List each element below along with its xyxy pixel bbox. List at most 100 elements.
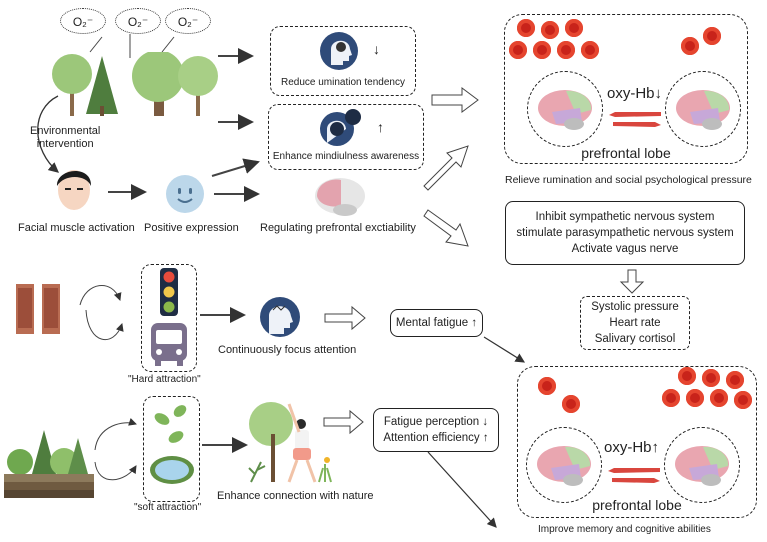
red-blood-cell-icon bbox=[562, 395, 580, 413]
hollow-arrow-down bbox=[619, 269, 645, 294]
red-blood-cell-icon bbox=[702, 369, 720, 387]
env-line-1: Environmental bbox=[30, 125, 101, 137]
rumination-trend: ↓ bbox=[373, 41, 380, 57]
mental-fatigue-text: Mental fatigue ↑ bbox=[395, 317, 478, 329]
red-blood-cell-icon bbox=[541, 21, 559, 39]
vitals-line-2: Heart rate bbox=[609, 317, 661, 329]
brain-circle-left bbox=[527, 71, 603, 147]
cycle-arrow-top bbox=[79, 284, 122, 306]
fatigue-line-2: Attention efficiency ↑ bbox=[383, 432, 489, 444]
stressed-head-icon bbox=[260, 297, 300, 337]
blood-cells-few bbox=[681, 25, 721, 55]
blood-cells-few bbox=[538, 377, 584, 417]
brain-circle-right bbox=[665, 71, 741, 147]
prefrontal-lobe-label-top: prefrontal lobe bbox=[581, 145, 671, 161]
mental-fatigue-box: Mental fatigue ↑ bbox=[390, 309, 483, 337]
bottom-panel-caption: Improve memory and cognitive abilities bbox=[538, 524, 711, 535]
colored-brain-icon bbox=[537, 446, 591, 486]
positive-expression-label: Positive expression bbox=[144, 222, 239, 234]
exchange-arrows-icon bbox=[608, 468, 660, 483]
brain-circle-left bbox=[526, 427, 602, 503]
nervous-line-3: Activate vagus nerve bbox=[571, 243, 679, 255]
hard-attraction-caption: "Hard attraction" bbox=[128, 374, 201, 385]
red-blood-cell-icon bbox=[533, 41, 551, 59]
nervous-system-box: Inhibit sympathetic nervous system stimu… bbox=[505, 201, 745, 265]
arrow-fatigue-to-bottom-panel bbox=[483, 336, 526, 363]
red-blood-cell-icon bbox=[509, 41, 527, 59]
red-blood-cell-icon bbox=[686, 389, 704, 407]
o2-line-3 bbox=[161, 36, 175, 53]
forest-trees-icon bbox=[52, 52, 218, 116]
environmental-intervention-label: Environmental intervention bbox=[30, 125, 100, 151]
fatigue-line-1: Fatigue perception ↓ bbox=[383, 416, 489, 428]
hollow-arrow-nature-to-fatigue bbox=[323, 409, 364, 435]
colored-brain-icon bbox=[538, 90, 592, 130]
blood-cells-many bbox=[658, 367, 756, 413]
nervous-line-2: stimulate parasympathetic nervous system bbox=[516, 227, 734, 239]
soft-attraction-caption: "soft attraction" bbox=[134, 502, 202, 513]
blood-cells-many bbox=[509, 17, 609, 59]
mindfulness-trend: ↑ bbox=[377, 119, 384, 135]
oxygen-ion-1: O₂⁻ bbox=[60, 8, 106, 34]
red-blood-cell-icon bbox=[710, 389, 728, 407]
facial-muscle-label: Facial muscle activation bbox=[18, 222, 135, 234]
leaves-icon bbox=[154, 405, 187, 443]
oxy-hb-label-top: oxy-Hb↓ bbox=[607, 85, 663, 102]
colored-brain-icon bbox=[675, 446, 729, 486]
continuous-focus-label: Continuously focus attention bbox=[218, 344, 357, 356]
red-blood-cell-icon bbox=[565, 19, 583, 37]
hollow-arrow-down-right bbox=[423, 209, 469, 247]
arrow-smiley-to-mindfulness bbox=[211, 158, 260, 177]
arrow-env-to-face bbox=[37, 95, 59, 173]
hollow-arrow-up-right bbox=[423, 145, 469, 191]
fatigue-perception-box: Fatigue perception ↓ Attention efficienc… bbox=[373, 408, 499, 452]
red-blood-cell-icon bbox=[662, 389, 680, 407]
soft-cycle-arrow-bottom bbox=[94, 461, 137, 481]
head-emotions-icon bbox=[320, 109, 361, 146]
city-buildings-icon bbox=[16, 284, 60, 334]
oxy-hb-label-bottom: oxy-Hb↑ bbox=[604, 439, 660, 456]
oxygen-ion-2: O₂⁻ bbox=[115, 8, 161, 34]
top-panel-caption: Relieve rumination and social psychologi… bbox=[505, 174, 752, 186]
face-icon bbox=[56, 170, 92, 210]
pond-icon bbox=[150, 456, 194, 484]
top-result-panel: oxy-Hb↓ prefrontal lobe bbox=[504, 14, 748, 164]
vitals-line-1: Systolic pressure bbox=[591, 301, 679, 313]
red-blood-cell-icon bbox=[681, 37, 699, 55]
regulating-prefrontal-label: Regulating prefrontal exctiability bbox=[260, 222, 416, 234]
env-line-2: intervention bbox=[36, 138, 94, 150]
vitals-line-3: Salivary cortisol bbox=[594, 333, 676, 345]
red-blood-cell-icon bbox=[726, 371, 744, 389]
bottom-result-panel: oxy-Hb↑ prefrontal lobe bbox=[517, 366, 757, 518]
red-blood-cell-icon bbox=[734, 391, 752, 409]
red-blood-cell-icon bbox=[517, 19, 535, 37]
mindfulness-box: ↑ Enhance mindiulness awareness bbox=[268, 104, 424, 170]
soft-cycle-arrow-top bbox=[94, 417, 137, 451]
rumination-label: Reduce umination tendency bbox=[281, 77, 405, 88]
red-blood-cell-icon bbox=[678, 367, 696, 385]
cycle-arrow-bottom bbox=[85, 309, 124, 341]
mindfulness-label: Enhance mindiulness awareness bbox=[272, 151, 420, 162]
arrow-fatigue-to-improve bbox=[427, 451, 497, 528]
red-blood-cell-icon bbox=[557, 41, 575, 59]
hard-attraction-box bbox=[141, 264, 197, 372]
red-blood-cell-icon bbox=[581, 41, 599, 59]
nervous-line-1: Inhibit sympathetic nervous system bbox=[535, 211, 715, 223]
forest-landscape-icon bbox=[4, 430, 94, 498]
bus-icon bbox=[151, 323, 187, 366]
soft-attraction-box bbox=[143, 396, 200, 502]
head-thoughts-icon bbox=[320, 32, 358, 70]
hollow-arrow-to-top-panel bbox=[431, 87, 479, 113]
colored-brain-icon bbox=[676, 90, 730, 130]
nature-connection-label: Enhance connection with nature bbox=[217, 490, 374, 502]
oxygen-ion-3: O₂⁻ bbox=[165, 8, 211, 34]
vitals-box: Systolic pressure Heart rate Salivary co… bbox=[580, 296, 690, 350]
prefrontal-lobe-label-bottom: prefrontal lobe bbox=[592, 497, 682, 513]
hollow-arrow-focus-to-fatigue bbox=[324, 305, 366, 331]
o2-line-1 bbox=[89, 36, 103, 53]
smiley-face-icon bbox=[166, 175, 204, 213]
exchange-arrows-icon bbox=[609, 112, 661, 127]
person-stretching-in-nature-icon bbox=[248, 402, 332, 483]
brain-circle-right bbox=[664, 427, 740, 503]
